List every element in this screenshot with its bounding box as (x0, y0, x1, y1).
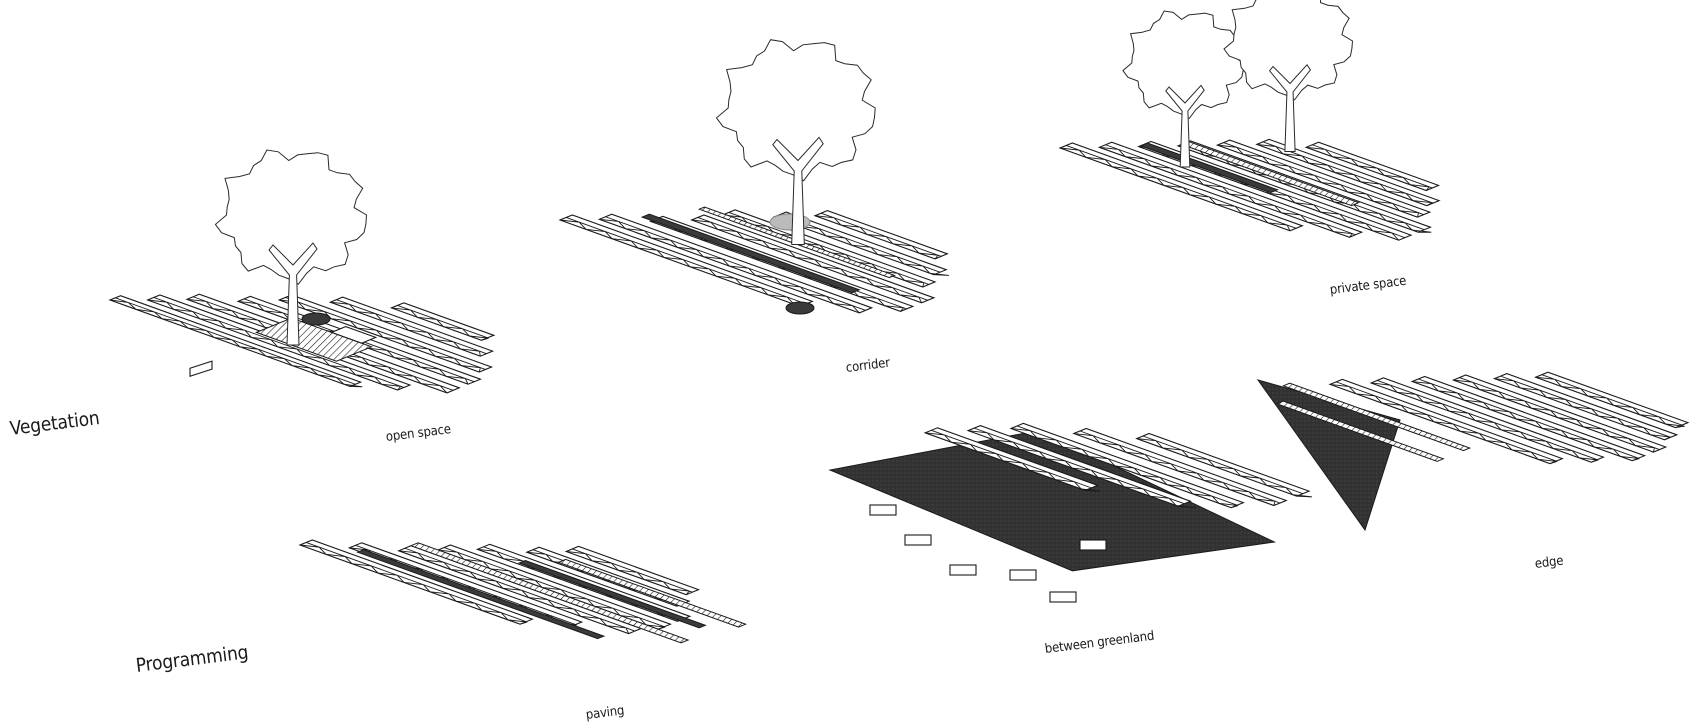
priv-dark-band (1139, 142, 1279, 194)
priv-tree-2-canopy (1223, 0, 1354, 101)
green-strip-3-ridges (1073, 430, 1281, 506)
corr-strip-6-ridges (814, 212, 942, 260)
edge-hatch-band-1 (1282, 382, 1472, 452)
open-strip-0-ridges (109, 297, 363, 388)
edge-strip-3-ridges (1453, 377, 1660, 453)
priv-strip-4-ridges (1217, 142, 1424, 218)
green-strip-1-ridges (968, 427, 1196, 509)
open-mound (255, 317, 373, 362)
pav-hatch-band-1 (409, 542, 690, 644)
corr-tree-trunk (772, 136, 824, 245)
open-strip-4-ridges (279, 297, 486, 373)
edge-strip-5-ridges (1535, 374, 1685, 429)
corr-dark-band (640, 213, 861, 294)
corr-tree-pit (785, 301, 815, 315)
pav-dark-band-2 (517, 559, 707, 629)
pav-strip-0-ridges (299, 542, 528, 625)
edge-diagram (1256, 371, 1690, 532)
priv-tree-2-trunk (1268, 63, 1312, 152)
green-strip-2-ridges (1010, 425, 1239, 509)
priv-tree-1-trunk (1165, 84, 1205, 168)
open-strip-1-ridges (147, 297, 404, 391)
pav-strip-2-ridges (398, 547, 636, 634)
pav-strip-6-ridges (566, 548, 693, 595)
green-strip-4-ridges (1136, 435, 1312, 498)
edge-strip-0-ridges (1329, 381, 1558, 465)
corr-strip-3-ridges (691, 217, 928, 303)
pav-strip-3-ridges (438, 547, 666, 630)
green-island-5 (1079, 539, 1107, 551)
priv-strip-0-ridges (1059, 145, 1297, 231)
open-tree-pit (301, 312, 331, 326)
priv-tree-1-canopy (1122, 10, 1245, 120)
edge-hatch-band-2 (1275, 400, 1445, 462)
green-island-2 (949, 564, 977, 576)
open-tree-trunk (268, 242, 318, 346)
open-tree-canopy (214, 149, 368, 285)
edge-strip-2-ridges (1412, 378, 1640, 462)
edge-strip-1-ridges (1371, 380, 1599, 463)
corrider-diagram (558, 39, 950, 315)
paving-diagram (298, 539, 747, 644)
open-strip-6-ridges (391, 304, 489, 341)
green-strip-0-ridges (925, 429, 1101, 492)
open-strip-5-ridges (330, 299, 487, 357)
edge-strip-4-ridges (1494, 375, 1672, 441)
open-space-diagram (108, 149, 496, 394)
pav-dark-band-1 (356, 549, 606, 640)
green-island-3 (1009, 569, 1037, 581)
pav-hatch-band-2 (557, 558, 747, 628)
green-island-4 (1049, 591, 1077, 603)
private-space-diagram (1058, 0, 1441, 241)
between-greenland-diagram (828, 422, 1312, 603)
priv-strip-5-ridges (1256, 141, 1434, 206)
open-planter (330, 326, 378, 344)
corr-tree-canopy (715, 39, 876, 182)
corr-strip-1-ridges (599, 216, 866, 314)
pav-strip-1-ridges (349, 544, 577, 628)
priv-strip-6-ridges (1306, 144, 1433, 191)
green-island-1 (904, 534, 932, 546)
open-loose-tile (189, 360, 213, 377)
priv-strip-1-ridges (1099, 144, 1356, 238)
green-island-0 (869, 504, 897, 516)
